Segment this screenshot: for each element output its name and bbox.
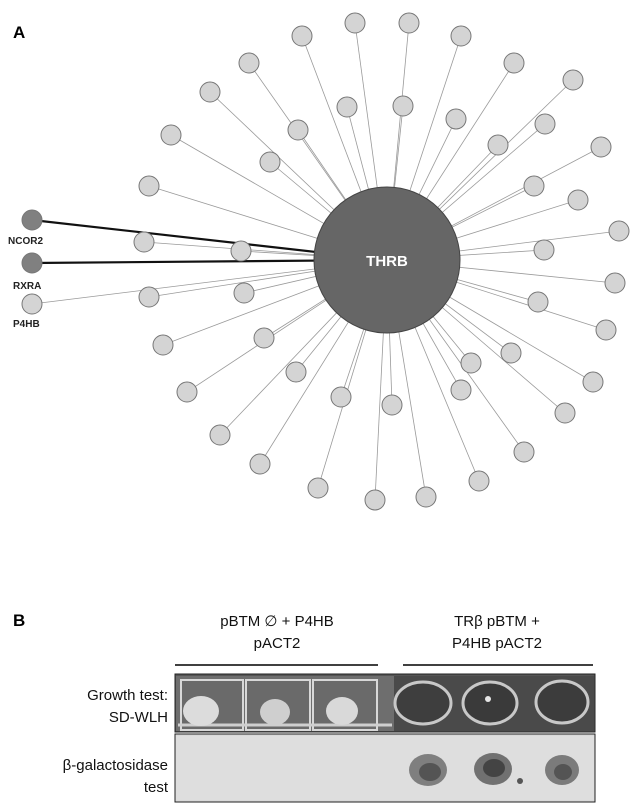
hub-node: THRB [313, 186, 461, 334]
node-p4hb [21, 293, 43, 315]
network-node [513, 441, 535, 463]
network-node [595, 319, 617, 341]
network-node [554, 402, 576, 424]
network-node [336, 96, 358, 118]
network-node [138, 286, 160, 308]
network-node [450, 379, 472, 401]
network-node [291, 25, 313, 47]
node-label-rxra: RXRA [13, 281, 41, 292]
network-node [152, 334, 174, 356]
network-node [381, 394, 403, 416]
network-node [287, 119, 309, 141]
network-node [344, 12, 366, 34]
panel-b-label: B [13, 611, 25, 630]
network-node [562, 69, 584, 91]
colony-spot [326, 697, 358, 725]
node-label-p4hb: P4HB [13, 319, 40, 330]
column-header-1-line2: pACT2 [254, 635, 301, 652]
network-node [160, 124, 182, 146]
network-node [415, 486, 437, 508]
row-label-2-line2: test [144, 779, 169, 796]
row-label-2-line1: β-galactosidase [63, 757, 168, 774]
colony-ring [393, 680, 453, 726]
network-node [233, 282, 255, 304]
network-node [445, 108, 467, 130]
network-node [533, 239, 555, 261]
network-node [392, 95, 414, 117]
network-node [253, 327, 275, 349]
colony-ring [534, 679, 590, 725]
column-header-2-line2: P4HB pACT2 [452, 635, 542, 652]
network-node [259, 151, 281, 173]
network-node [133, 231, 155, 253]
network-node [534, 113, 556, 135]
network-node [176, 381, 198, 403]
column-header-2-line1: TRβ pBTM + [454, 613, 540, 630]
growth-test-photo [174, 673, 596, 733]
column-header-1-line1: pBTM ∅ + P4HB [220, 613, 334, 630]
network-node [503, 52, 525, 74]
network-node [450, 25, 472, 47]
network-node [285, 361, 307, 383]
network-node [590, 136, 612, 158]
network-node [460, 352, 482, 374]
network-node [307, 477, 329, 499]
network-nodes [21, 12, 630, 511]
network-node [567, 189, 589, 211]
network-node [138, 175, 160, 197]
panel-a-label: A [13, 23, 25, 42]
colony-spot [260, 699, 290, 725]
node-label-ncor2: NCOR2 [8, 236, 43, 247]
network-node [604, 272, 626, 294]
hub-node-label: THRB [366, 253, 408, 270]
row-label-1-line2: SD-WLH [109, 709, 168, 726]
network-node [582, 371, 604, 393]
network-node [468, 470, 490, 492]
network-node [330, 386, 352, 408]
node-ncor2 [21, 209, 43, 231]
network-node [608, 220, 630, 242]
network-node [249, 453, 271, 475]
network-node [487, 134, 509, 156]
network-node [209, 424, 231, 446]
node-rxra [21, 252, 43, 274]
colony-ring [461, 680, 519, 726]
network-node [199, 81, 221, 103]
colony-spot [183, 696, 219, 726]
network-node [500, 342, 522, 364]
network-node [364, 489, 386, 511]
row-label-1-line1: Growth test: [87, 687, 168, 704]
network-node [238, 52, 260, 74]
network-node [527, 291, 549, 313]
network-node [398, 12, 420, 34]
network-node [230, 240, 252, 262]
network-node [523, 175, 545, 197]
beta-galactosidase-photo [174, 733, 596, 803]
